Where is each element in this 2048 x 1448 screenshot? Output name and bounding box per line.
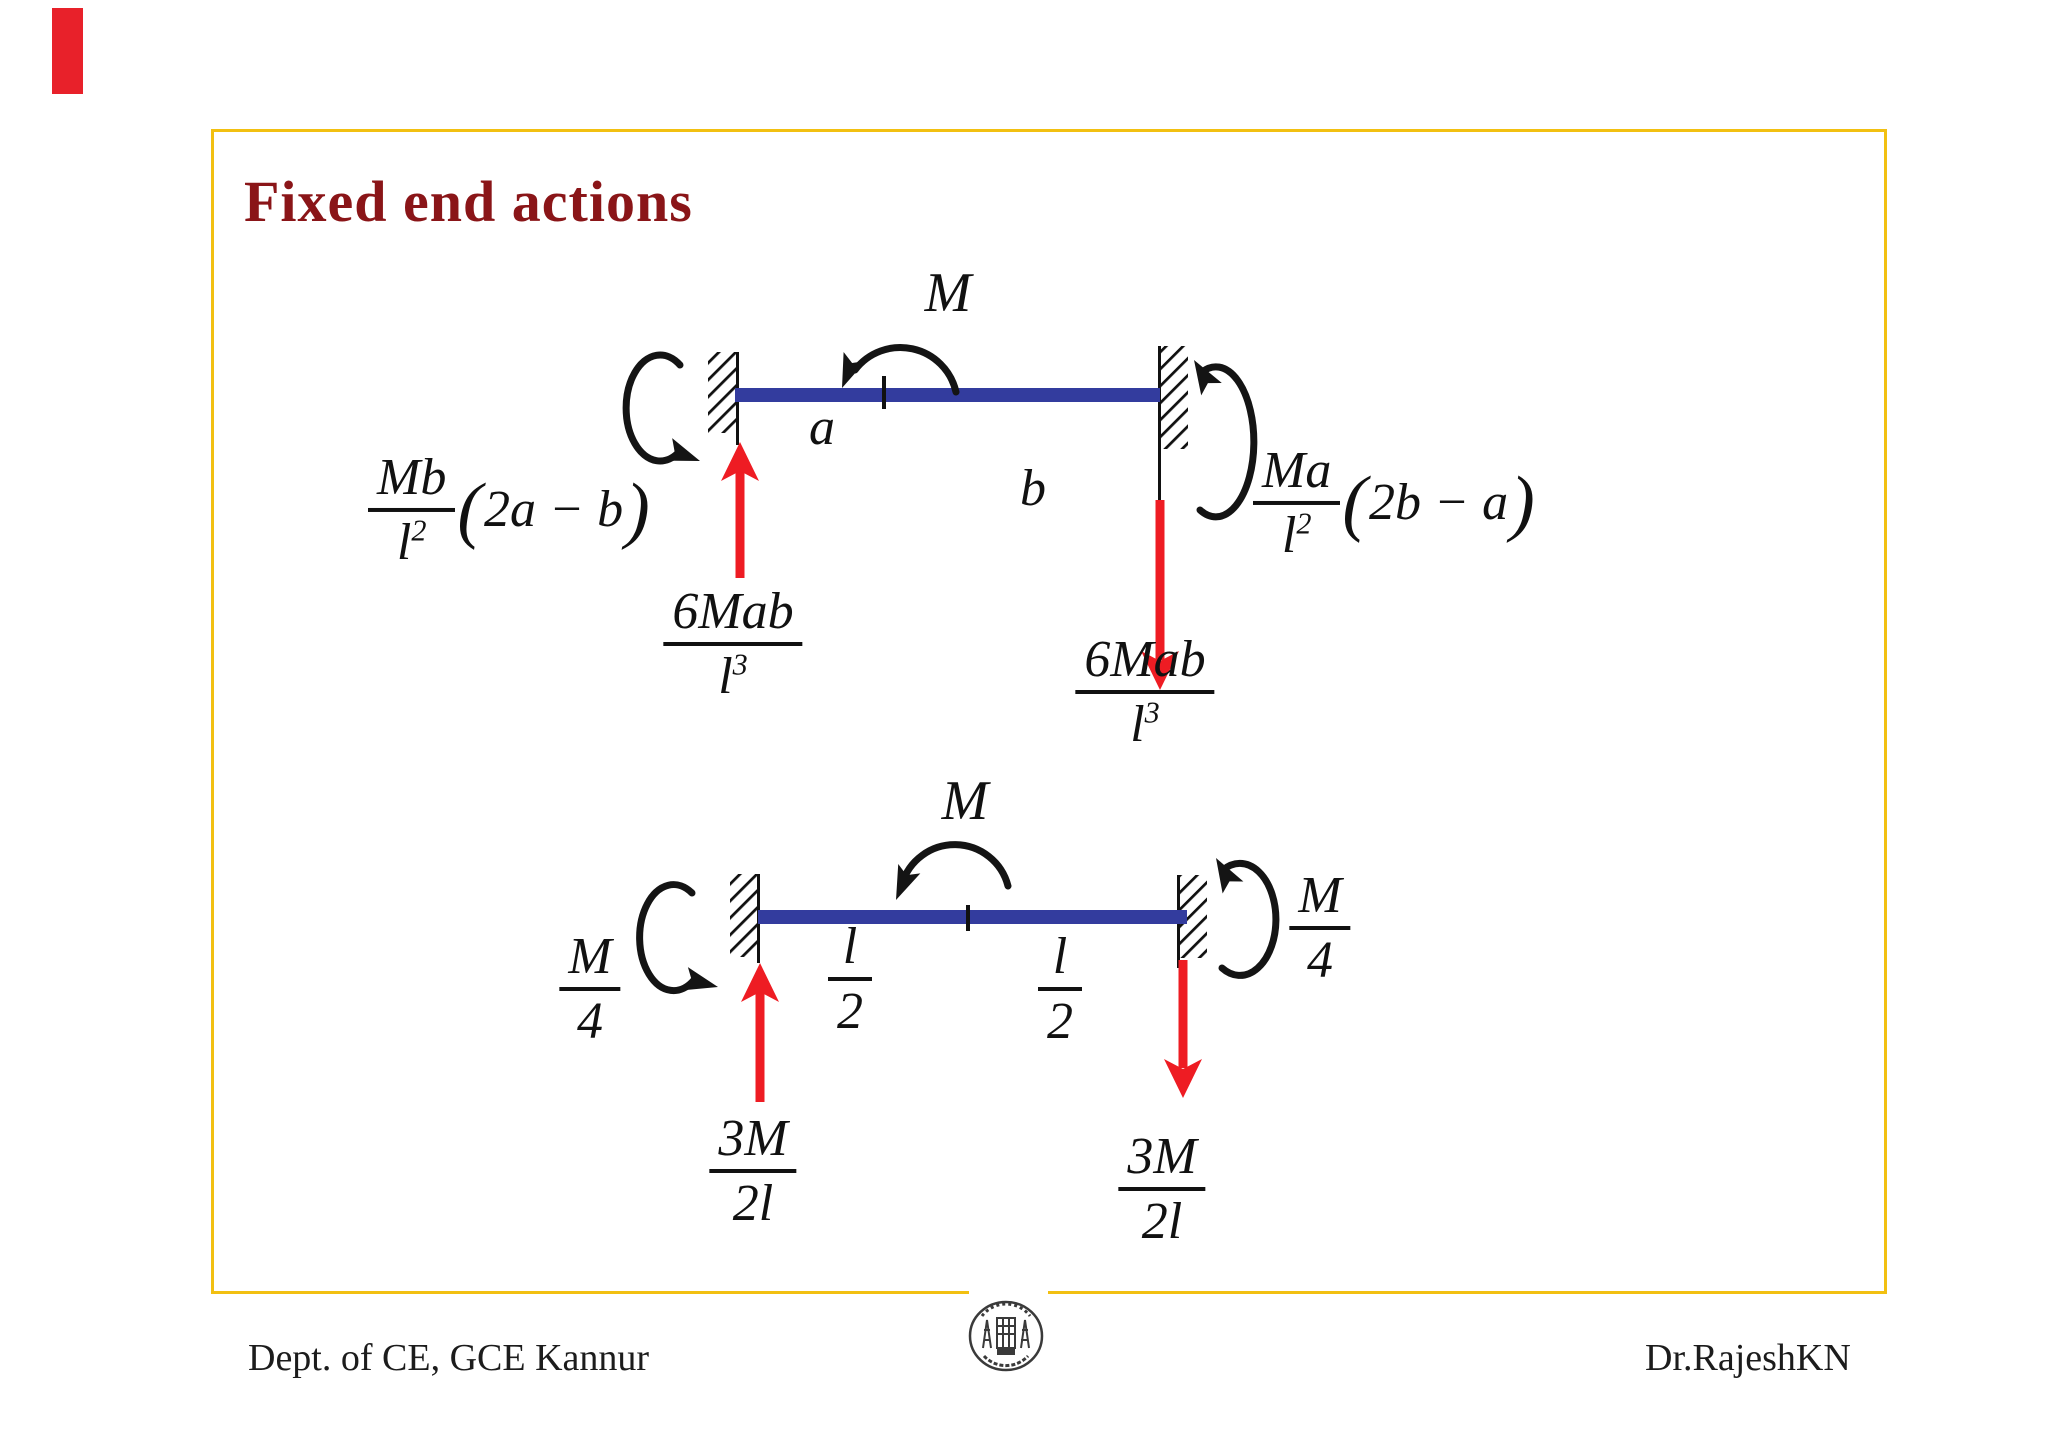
denominator: l2 (1281, 506, 1312, 564)
denominator: l2 (396, 513, 427, 571)
left-paren: ( (1342, 462, 1367, 544)
reaction-arrow-down-right-1 (1141, 500, 1179, 690)
left-end-moment-formula-2: M 4 (559, 930, 621, 1048)
fixed-support-hatch-left-1 (708, 352, 736, 433)
left-reaction-formula-1: 6Mab l3 (663, 585, 803, 703)
beam-2 (758, 910, 1187, 924)
right-reaction-formula-2: 3M 2l (1118, 1130, 1206, 1248)
numerator: Mb (377, 448, 447, 506)
right-end-moment-formula-2: M 4 (1289, 869, 1351, 987)
left-reaction-formula-2: 3M 2l (709, 1112, 797, 1230)
end-moment-arc-right-1 (1196, 363, 1258, 521)
left-end-moment-formula-1: Mb l2 ( 2a − b ) (368, 451, 652, 569)
diagram1-beam-assembly (622, 344, 1258, 690)
right-paren: ) (625, 469, 650, 551)
red-marker-bar (52, 8, 83, 94)
right-end-moment-formula-1: Ma l2 ( 2b − a ) (1253, 444, 1537, 562)
fraction-bar (1253, 501, 1341, 505)
reaction-arrow-up-left-2 (741, 963, 779, 1102)
reaction-arrow-up-left-1 (721, 442, 759, 578)
applied-moment-arc-1 (851, 344, 960, 396)
applied-moment-label-2: M (941, 770, 989, 832)
moment-expression: 2a − b (483, 481, 624, 538)
left-paren: ( (457, 469, 482, 551)
numerator: Ma (1262, 441, 1332, 499)
end-moment-arc-left-1 (622, 351, 684, 465)
end-moment-arrowhead-left-1 (663, 438, 700, 461)
footer-author: Dr.RajeshKN (1645, 1337, 1851, 1379)
slide-border-bottom-left (211, 1291, 969, 1294)
applied-moment-arc-2 (898, 841, 1012, 890)
load-point-tick-2 (966, 905, 970, 931)
college-emblem-icon (968, 1300, 1044, 1372)
end-moment-arc-right-2 (1218, 860, 1280, 979)
footer-department: Dept. of CE, GCE Kannur (248, 1337, 650, 1379)
right-reaction-formula-1: 6Mab l3 (1075, 633, 1215, 751)
end-moment-arrowhead-right-1 (1194, 360, 1222, 396)
fixed-support-hatch-left-2 (730, 874, 758, 957)
left-segment-label-2: l 2 (828, 920, 872, 1038)
slide-border-bottom-right (1048, 1291, 1884, 1294)
applied-moment-arrowhead-1 (842, 351, 866, 388)
load-point-tick-1 (882, 376, 886, 409)
page-title: Fixed end actions (244, 169, 693, 234)
reaction-arrow-down-right-2 (1164, 960, 1202, 1098)
slide-border (211, 129, 1887, 1294)
fixed-support-hatch-right-1 (1161, 346, 1188, 449)
support-face-line-right-1 (1158, 346, 1161, 500)
segment-b-label: b (1020, 460, 1046, 517)
beam-1 (735, 388, 1160, 402)
right-paren: ) (1510, 462, 1535, 544)
diagram2-beam-assembly (636, 841, 1280, 1102)
end-moment-arrowhead-right-2 (1216, 858, 1244, 894)
end-moment-arrowhead-left-2 (682, 967, 718, 991)
end-moment-arc-left-2 (636, 881, 698, 995)
right-segment-label-2: l 2 (1038, 930, 1082, 1048)
moment-expression: 2b − a (1368, 474, 1509, 531)
segment-a-label: a (809, 399, 835, 456)
applied-moment-label-1: M (924, 262, 972, 324)
fraction-bar (368, 508, 456, 512)
applied-moment-arrowhead-2 (896, 864, 921, 900)
